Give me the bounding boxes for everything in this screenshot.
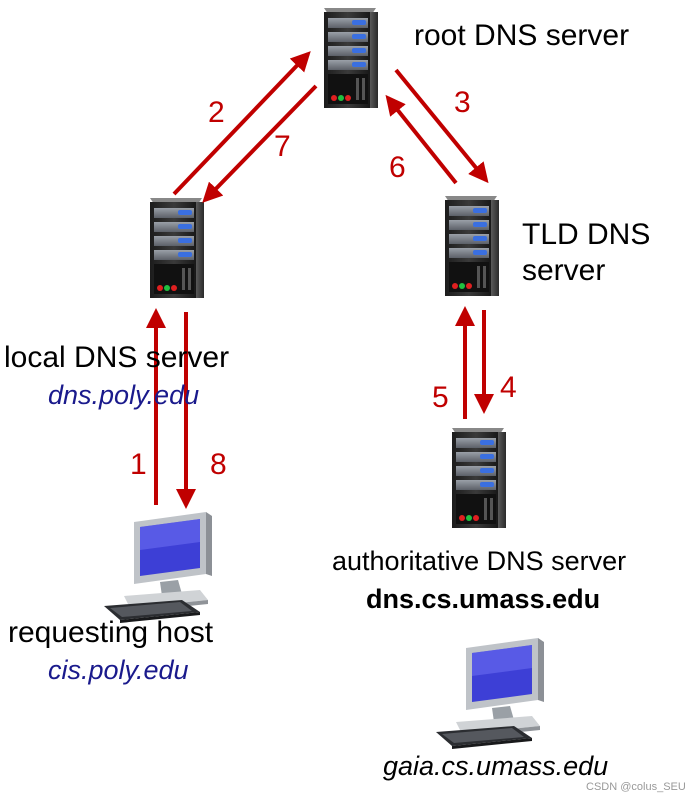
step-label-5: 5 [432,381,449,414]
step-label-8: 8 [210,448,227,481]
requesting-host-computer-icon [104,512,212,623]
target-host-computer-icon [436,638,544,749]
authoritative-dns-server-icon [452,428,506,528]
tld-dns-server-icon [445,196,499,296]
arrow-step-3 [394,68,489,184]
local-dns-server-label: local DNS server [4,341,229,374]
target-host-hostname: gaia.cs.umass.edu [383,751,608,781]
root-dns-server-icon [324,8,378,108]
tld-dns-server-label-line1: TLD DNS [522,218,650,251]
step-label-4: 4 [500,371,517,404]
root-dns-server-label: root DNS server [414,19,629,52]
arrow-step-2 [172,51,311,196]
requesting-host-hostname: cis.poly.edu [48,655,189,685]
step-label-3: 3 [454,86,471,119]
step-label-7: 7 [274,130,291,163]
arrow-step-7 [202,84,318,203]
authoritative-dns-server-hostname: dns.cs.umass.edu [366,584,600,614]
step-label-2: 2 [208,96,225,129]
authoritative-dns-server-label: authoritative DNS server [332,546,626,576]
step-label-1: 1 [130,448,147,481]
local-dns-server-icon [150,198,204,298]
step-label-6: 6 [389,151,406,184]
watermark: CSDN @colus_SEU [586,781,686,793]
arrow-step-6 [385,94,458,185]
requesting-host-label: requesting host [8,616,214,649]
local-dns-server-hostname: dns.poly.edu [48,380,199,410]
tld-dns-server-label-line2: server [522,254,605,287]
